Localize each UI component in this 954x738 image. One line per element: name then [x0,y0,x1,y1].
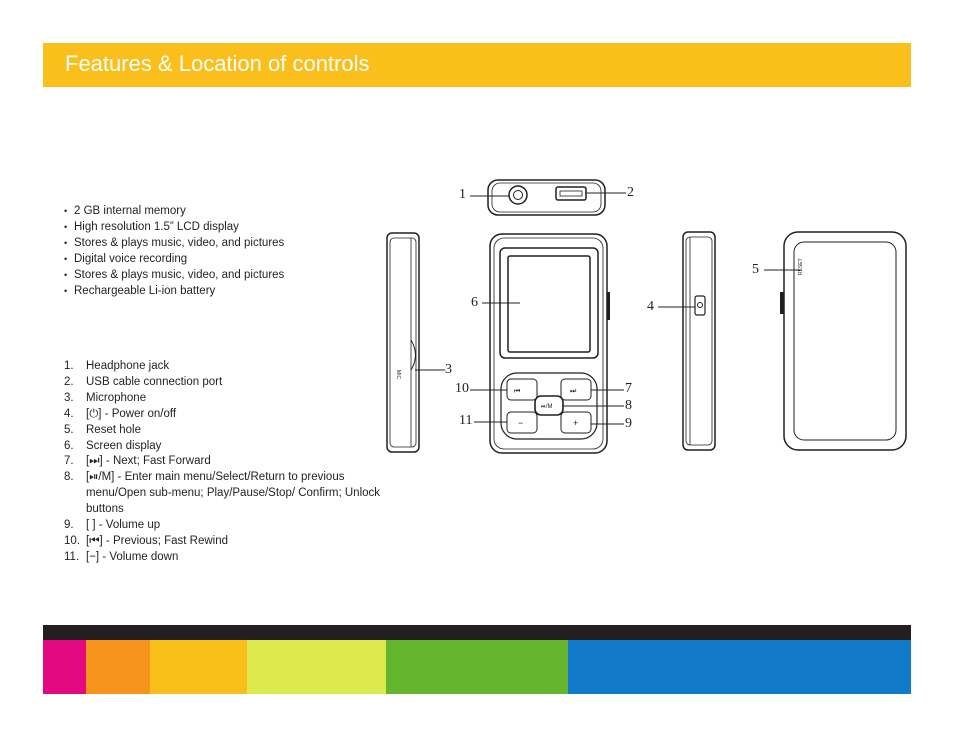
callout-2: 2 [627,185,634,200]
controls-list: 1.Headphone jack 2.USB cable connection … [64,359,386,566]
footer-stripe-blue [568,640,911,694]
control-item: 3.Microphone [64,391,147,404]
device-back-view [780,231,907,451]
footer-dark-bar [43,625,911,640]
control-item: 11.[−] - Volume down [64,550,179,563]
footer-stripe-magenta [43,640,86,694]
footer-stripe-yellow [150,640,247,694]
reset-label: RESET [798,258,804,275]
header-bar: Features & Location of controls [43,43,911,87]
device-left-view [386,232,420,453]
control-item: 4.[⏻] - Power on/off [64,407,177,420]
feature-item: 2 GB internal memory [64,203,284,219]
callout-4: 4 [647,299,654,314]
callout-7: 7 [625,381,632,396]
feature-item: Stores & plays music, video, and picture… [64,235,284,251]
footer-stripe-green [386,640,568,694]
device-top-view [487,179,606,216]
callout-11: 11 [459,413,473,428]
callout-3: 3 [445,362,452,377]
next-button-label: ⏭ [570,388,577,395]
mic-label: MIC [395,370,401,380]
control-item: 7.[⏭] - Next; Fast Forward [64,455,211,468]
callout-10: 10 [455,381,469,396]
page-title: Features & Location of controls [65,51,370,76]
volume-down-label: − [518,418,523,428]
feature-item: Stores & plays music, video, and picture… [64,267,284,283]
play-menu-button-label: ⏯/M [541,404,552,410]
volume-up-label: + [573,418,578,428]
footer-stripe-lime [247,640,386,694]
features-list: 2 GB internal memory High resolution 1.5… [64,203,284,299]
control-item: 9.[ ] - Volume up [64,519,161,532]
callout-5: 5 [752,262,759,277]
device-front-view [489,233,610,454]
callout-8: 8 [625,398,632,413]
control-item: 1.Headphone jack [64,360,170,372]
control-item: 5.Reset hole [64,423,141,436]
feature-item: Digital voice recording [64,251,284,267]
prev-button-label: ⏮ [514,388,520,395]
callout-6: 6 [471,295,478,310]
feature-item: High resolution 1.5” LCD display [64,219,284,235]
feature-item: Rechargeable Li-ion battery [64,283,284,299]
control-item: 2.USB cable connection port [64,375,223,388]
control-item: 10.[⏮] - Previous; Fast Rewind [64,534,229,547]
control-item: 8.[⏯/M] - Enter main menu/Select/Return … [64,471,381,516]
footer-stripe-orange [86,640,150,694]
callout-1: 1 [459,187,466,202]
device-right-view [682,231,716,451]
callout-9: 9 [625,416,632,431]
control-item: 6.Screen display [64,439,162,452]
